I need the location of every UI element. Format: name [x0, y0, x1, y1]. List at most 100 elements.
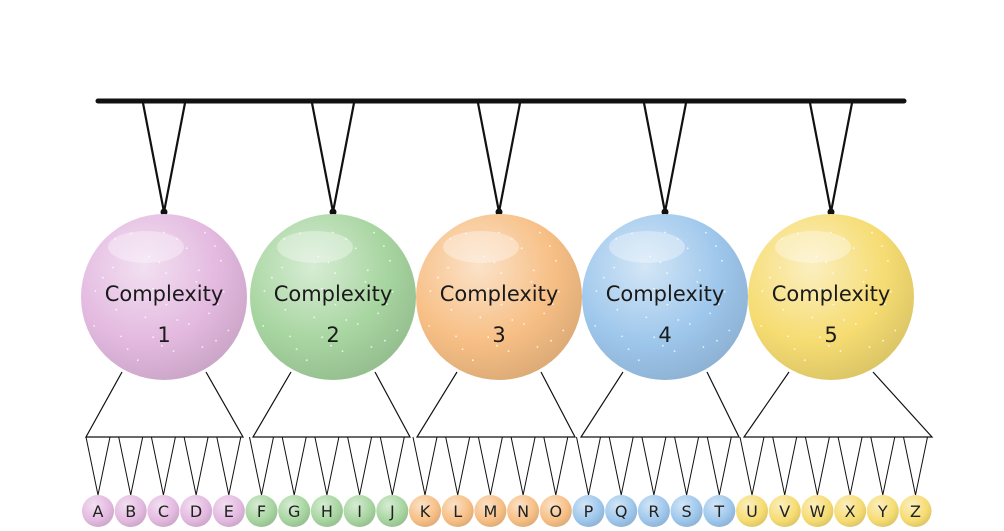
sparkle [673, 350, 676, 352]
connector-trapezoid [415, 371, 576, 438]
sparkle [201, 346, 204, 348]
sparkle [889, 290, 892, 293]
sparkle [345, 319, 348, 321]
sparkle [176, 319, 179, 321]
letter-string [85, 436, 111, 496]
sparkle [715, 245, 717, 248]
connector-trapezoid [742, 371, 934, 438]
sparkle [289, 335, 291, 338]
sparkle [539, 231, 541, 234]
letter-label: G [288, 502, 300, 521]
sparkle [613, 266, 615, 269]
sparkle [507, 350, 510, 352]
letter-string [347, 436, 373, 496]
letter-string [804, 436, 830, 496]
letter-string [706, 436, 732, 496]
sparkle [881, 245, 883, 248]
sparkle [511, 319, 514, 321]
sparkle [811, 316, 814, 319]
sparkle [627, 348, 630, 350]
sparkle [543, 312, 545, 315]
sparkle [830, 296, 832, 298]
sparkle [654, 302, 657, 305]
hanger-knot [329, 208, 337, 216]
sparkle [595, 290, 598, 292]
sparkle [94, 290, 97, 292]
sparkle [163, 296, 165, 298]
sparkle [93, 325, 96, 327]
sparkle [536, 346, 539, 348]
sparkle [520, 247, 523, 250]
sparkle [815, 255, 818, 258]
sparkle [769, 276, 771, 279]
sparkle [112, 266, 114, 269]
letter-string [543, 436, 569, 496]
letter-string [379, 436, 405, 496]
sparkle [894, 329, 897, 332]
sparkle [172, 350, 175, 352]
sphere-highlight [108, 231, 184, 263]
hanger-knot [160, 208, 168, 216]
hanger-string [808, 102, 854, 213]
complexity-title: Complexity [105, 282, 224, 306]
sparkle [289, 297, 292, 300]
sparkle [185, 247, 188, 250]
sparkle [631, 232, 633, 235]
letter-string [837, 436, 863, 496]
sparkle [391, 290, 394, 293]
letter-label: A [93, 502, 104, 521]
sparkle [498, 296, 500, 298]
sparkle [356, 323, 359, 325]
sparkle [498, 231, 500, 234]
sparkle [854, 323, 857, 325]
letter-sphere [245, 495, 278, 527]
letter-label: B [125, 502, 136, 521]
letter-ball-k: K [409, 436, 441, 527]
letter-sphere [539, 495, 572, 527]
sparkle [688, 290, 691, 293]
sparkle [666, 272, 668, 274]
sparkle [637, 359, 640, 362]
sparkle [820, 302, 823, 305]
sparkle [852, 247, 855, 250]
sparkle [345, 238, 347, 240]
sparkle [688, 323, 691, 325]
complexity-number: 3 [492, 323, 505, 347]
complexity-number: 5 [824, 323, 837, 347]
sparkle [621, 297, 624, 300]
letter-label: D [190, 502, 202, 521]
sparkle [522, 290, 525, 293]
sparkle [356, 290, 359, 293]
sparkle [653, 287, 655, 290]
sparkle [449, 237, 452, 240]
letter-ball-t: T [703, 436, 736, 527]
letter-string [118, 436, 144, 496]
letter-sphere [114, 495, 147, 527]
letter-label: Y [877, 502, 888, 521]
letter-string [412, 436, 438, 496]
letter-label: F [257, 502, 266, 521]
complexity-title: Complexity [440, 282, 559, 306]
hanger-knot [827, 208, 835, 216]
hanger-knot [495, 208, 503, 216]
sparkle [496, 344, 498, 347]
sparkle [447, 266, 449, 269]
sparkle [471, 359, 474, 362]
sparkle [500, 303, 503, 306]
sparkle [158, 261, 161, 264]
letter-string [281, 436, 307, 496]
letter-sphere [899, 495, 932, 527]
hanger-string [310, 102, 356, 213]
letter-label: S [682, 502, 692, 521]
sparkle [152, 336, 155, 339]
sparkle [677, 238, 679, 240]
letter-ball-l: L [441, 436, 474, 527]
letter-sphere [82, 495, 114, 527]
letter-ball-w: W [801, 436, 834, 527]
letter-string [674, 436, 700, 496]
sparkle [115, 308, 118, 311]
sparkle [493, 261, 496, 264]
sparkle [779, 266, 781, 269]
sparkle [114, 237, 117, 240]
